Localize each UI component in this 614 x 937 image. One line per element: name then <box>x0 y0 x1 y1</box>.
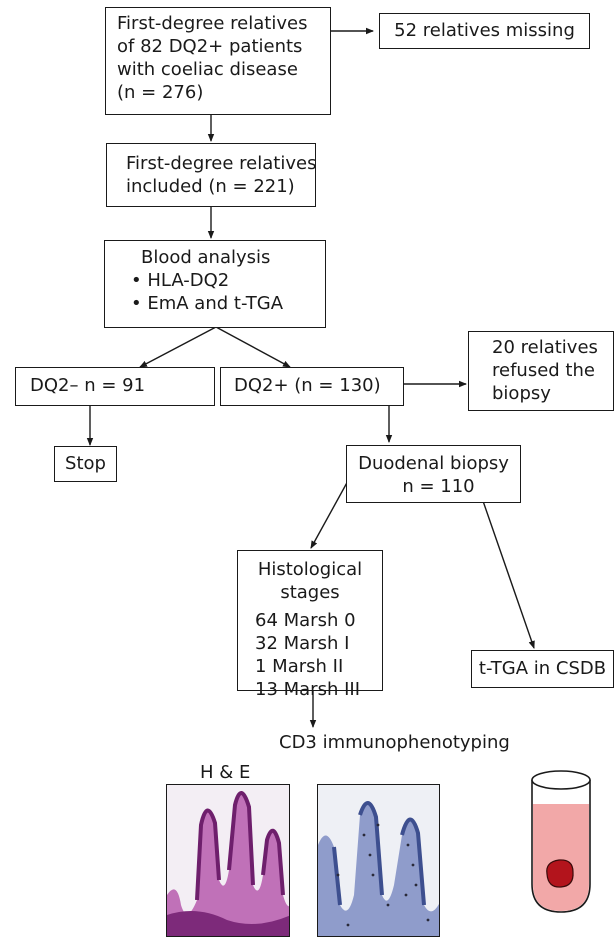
arrow-to-histology <box>310 478 350 549</box>
biopsy-line-2: n = 110 <box>402 476 475 497</box>
stage-2: 32 Marsh I <box>255 633 350 654</box>
relatives-line-2: of 82 DQ2+ patients <box>117 36 303 57</box>
refused-line-1: 20 relatives <box>492 337 598 358</box>
biopsy-line-1: Duodenal biopsy <box>358 453 509 474</box>
box-refused: 20 relatives refused the biopsy <box>468 331 614 411</box>
stage-1: 64 Marsh 0 <box>255 610 356 631</box>
bullet-icon: • <box>131 293 142 314</box>
arrow-to-ttga <box>482 500 535 649</box>
box-duodenal-biopsy: Duodenal biopsy n = 110 <box>346 445 521 503</box>
blood-tube-icon <box>531 770 591 913</box>
cd3-immuno-image <box>317 784 440 937</box>
refused-line-2: refused the <box>492 360 595 381</box>
box-missing: 52 relatives missing <box>379 13 590 49</box>
stop-text: Stop <box>65 453 106 474</box>
dq2-positive-text: DQ2+ (n = 130) <box>234 375 381 396</box>
box-relatives-total: First-degree relatives of 82 DQ2+ patien… <box>105 7 331 115</box>
box-stop: Stop <box>54 446 117 482</box>
relatives-line-3: with coeliac disease <box>117 59 298 80</box>
histology-title-1: Histological <box>257 559 363 580</box>
missing-text: 52 relatives missing <box>394 20 575 41</box>
box-included: First-degree relatives included (n = 221… <box>106 143 316 207</box>
cd3-label: CD3 immunophenotyping <box>279 732 510 753</box>
box-dq2-positive: DQ2+ (n = 130) <box>220 367 404 406</box>
ttga-text: t-TGA in CSDB <box>478 658 607 679</box>
included-line-1: First-degree relatives <box>126 153 317 174</box>
relatives-line-1: First-degree relatives <box>117 13 308 34</box>
bullet-icon: • <box>131 270 142 291</box>
arrow-to-dq2-neg <box>139 326 217 368</box>
included-line-2: included (n = 221) <box>126 176 295 197</box>
stage-3: 1 Marsh II <box>255 656 344 677</box>
blood-item-1: • HLA-DQ2 <box>131 269 325 292</box>
refused-line-3: biopsy <box>492 383 551 404</box>
box-histological-stages: Histological stages 64 Marsh 0 32 Marsh … <box>237 550 383 700</box>
cd3-villi-illustration <box>318 801 439 936</box>
blood-item-text: HLA-DQ2 <box>147 270 230 291</box>
dq2-negative-text: DQ2– n = 91 <box>30 375 146 396</box>
box-ttga-csdb: t-TGA in CSDB <box>471 650 614 688</box>
arrow-to-dq2-pos <box>215 326 291 368</box>
box-blood-analysis: Blood analysis • HLA-DQ2 • EmA and t-TGA <box>104 240 326 328</box>
he-villi-illustration <box>167 791 289 936</box>
blood-item-2: • EmA and t-TGA <box>131 292 325 315</box>
stage-4: 13 Marsh III <box>255 679 361 700</box>
blood-title: Blood analysis <box>141 247 271 268</box>
histology-title-2: stages <box>280 582 340 603</box>
blood-item-text: EmA and t-TGA <box>147 293 284 314</box>
relatives-line-4: (n = 276) <box>117 82 204 103</box>
box-dq2-negative: DQ2– n = 91 <box>15 367 215 406</box>
he-histology-image <box>166 784 290 937</box>
he-label: H & E <box>200 762 251 783</box>
